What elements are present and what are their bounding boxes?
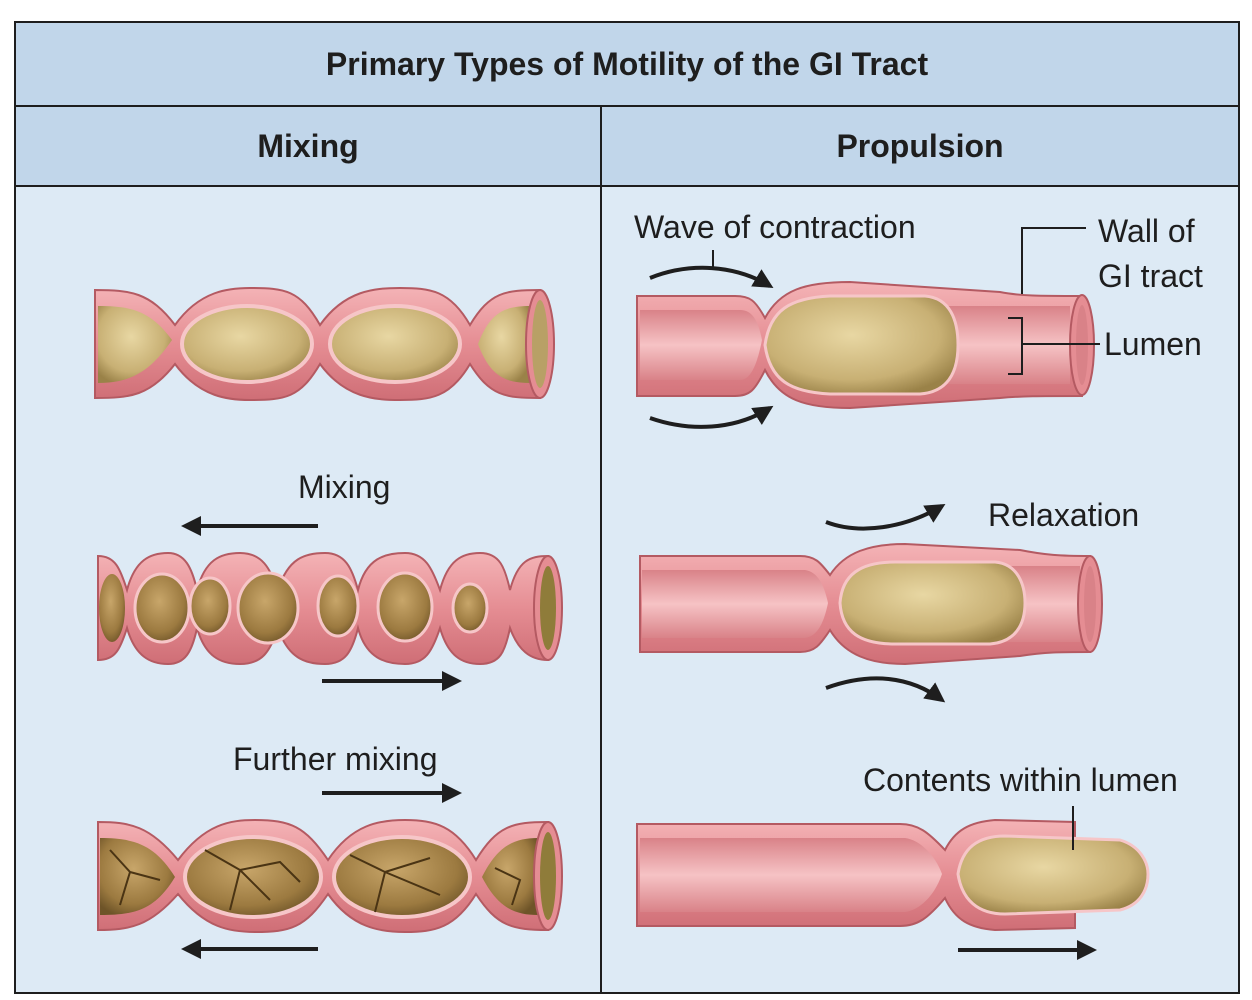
label-lumen: Lumen	[1104, 326, 1202, 362]
propulsion-tube-3	[636, 818, 1150, 932]
mixing-tube-2	[97, 551, 563, 666]
arrow-relaxation-bottom	[825, 676, 946, 703]
label-mixing: Mixing	[298, 469, 390, 505]
mixing-tube-3	[97, 818, 563, 934]
propulsion-column-header: Propulsion	[602, 107, 1238, 187]
propulsion-tube-2	[639, 542, 1103, 666]
lumen-bracket	[1008, 317, 1023, 375]
label-relaxation: Relaxation	[988, 497, 1139, 533]
arrow-wave-bottom	[649, 405, 774, 429]
label-further-mixing: Further mixing	[233, 741, 438, 777]
arrow-wave-top	[649, 265, 774, 289]
label-wave-of-contraction: Wave of contraction	[634, 209, 916, 245]
mixing-tube-1	[94, 286, 555, 402]
propulsion-tube-1	[636, 280, 1095, 410]
arrow-relaxation-top	[825, 503, 946, 531]
label-wall-line-1: Wall of	[1098, 213, 1195, 249]
column-divider	[600, 107, 602, 992]
leader-wall	[1021, 227, 1086, 294]
label-wall-line-2: GI tract	[1098, 258, 1203, 294]
label-contents-within-lumen: Contents within lumen	[863, 762, 1178, 798]
figure-title: Primary Types of Motility of the GI Trac…	[16, 23, 1238, 107]
